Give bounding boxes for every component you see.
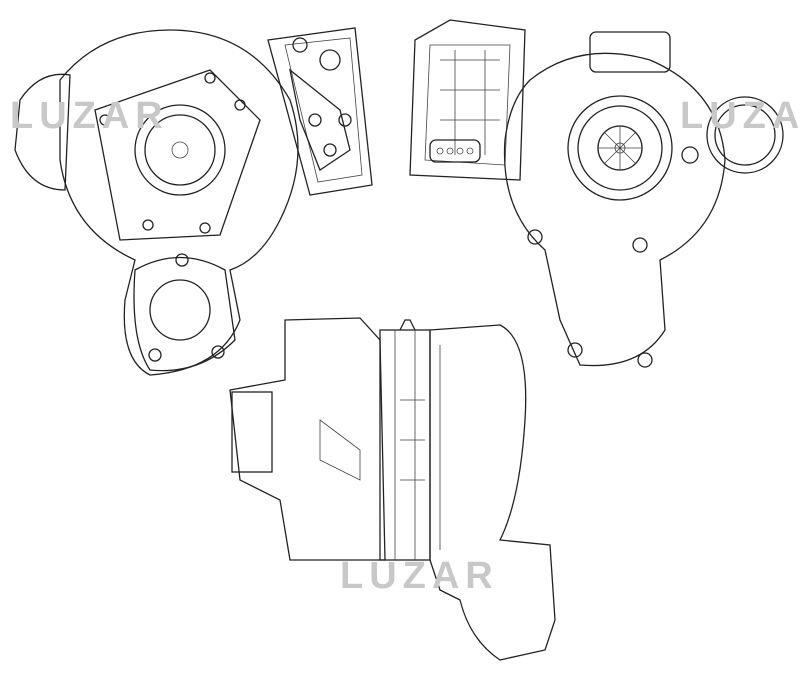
actuator-front-view — [267, 27, 373, 196]
actuator-back-view — [409, 19, 526, 181]
turbine-side-view — [14, 29, 299, 376]
compressor-side-view — [503, 31, 784, 368]
watermark-bottom: LUZAR — [340, 555, 499, 597]
watermark-left: LUZAR — [10, 95, 169, 137]
side-section-view — [229, 317, 556, 661]
watermark-right: LUZAR — [680, 95, 800, 137]
